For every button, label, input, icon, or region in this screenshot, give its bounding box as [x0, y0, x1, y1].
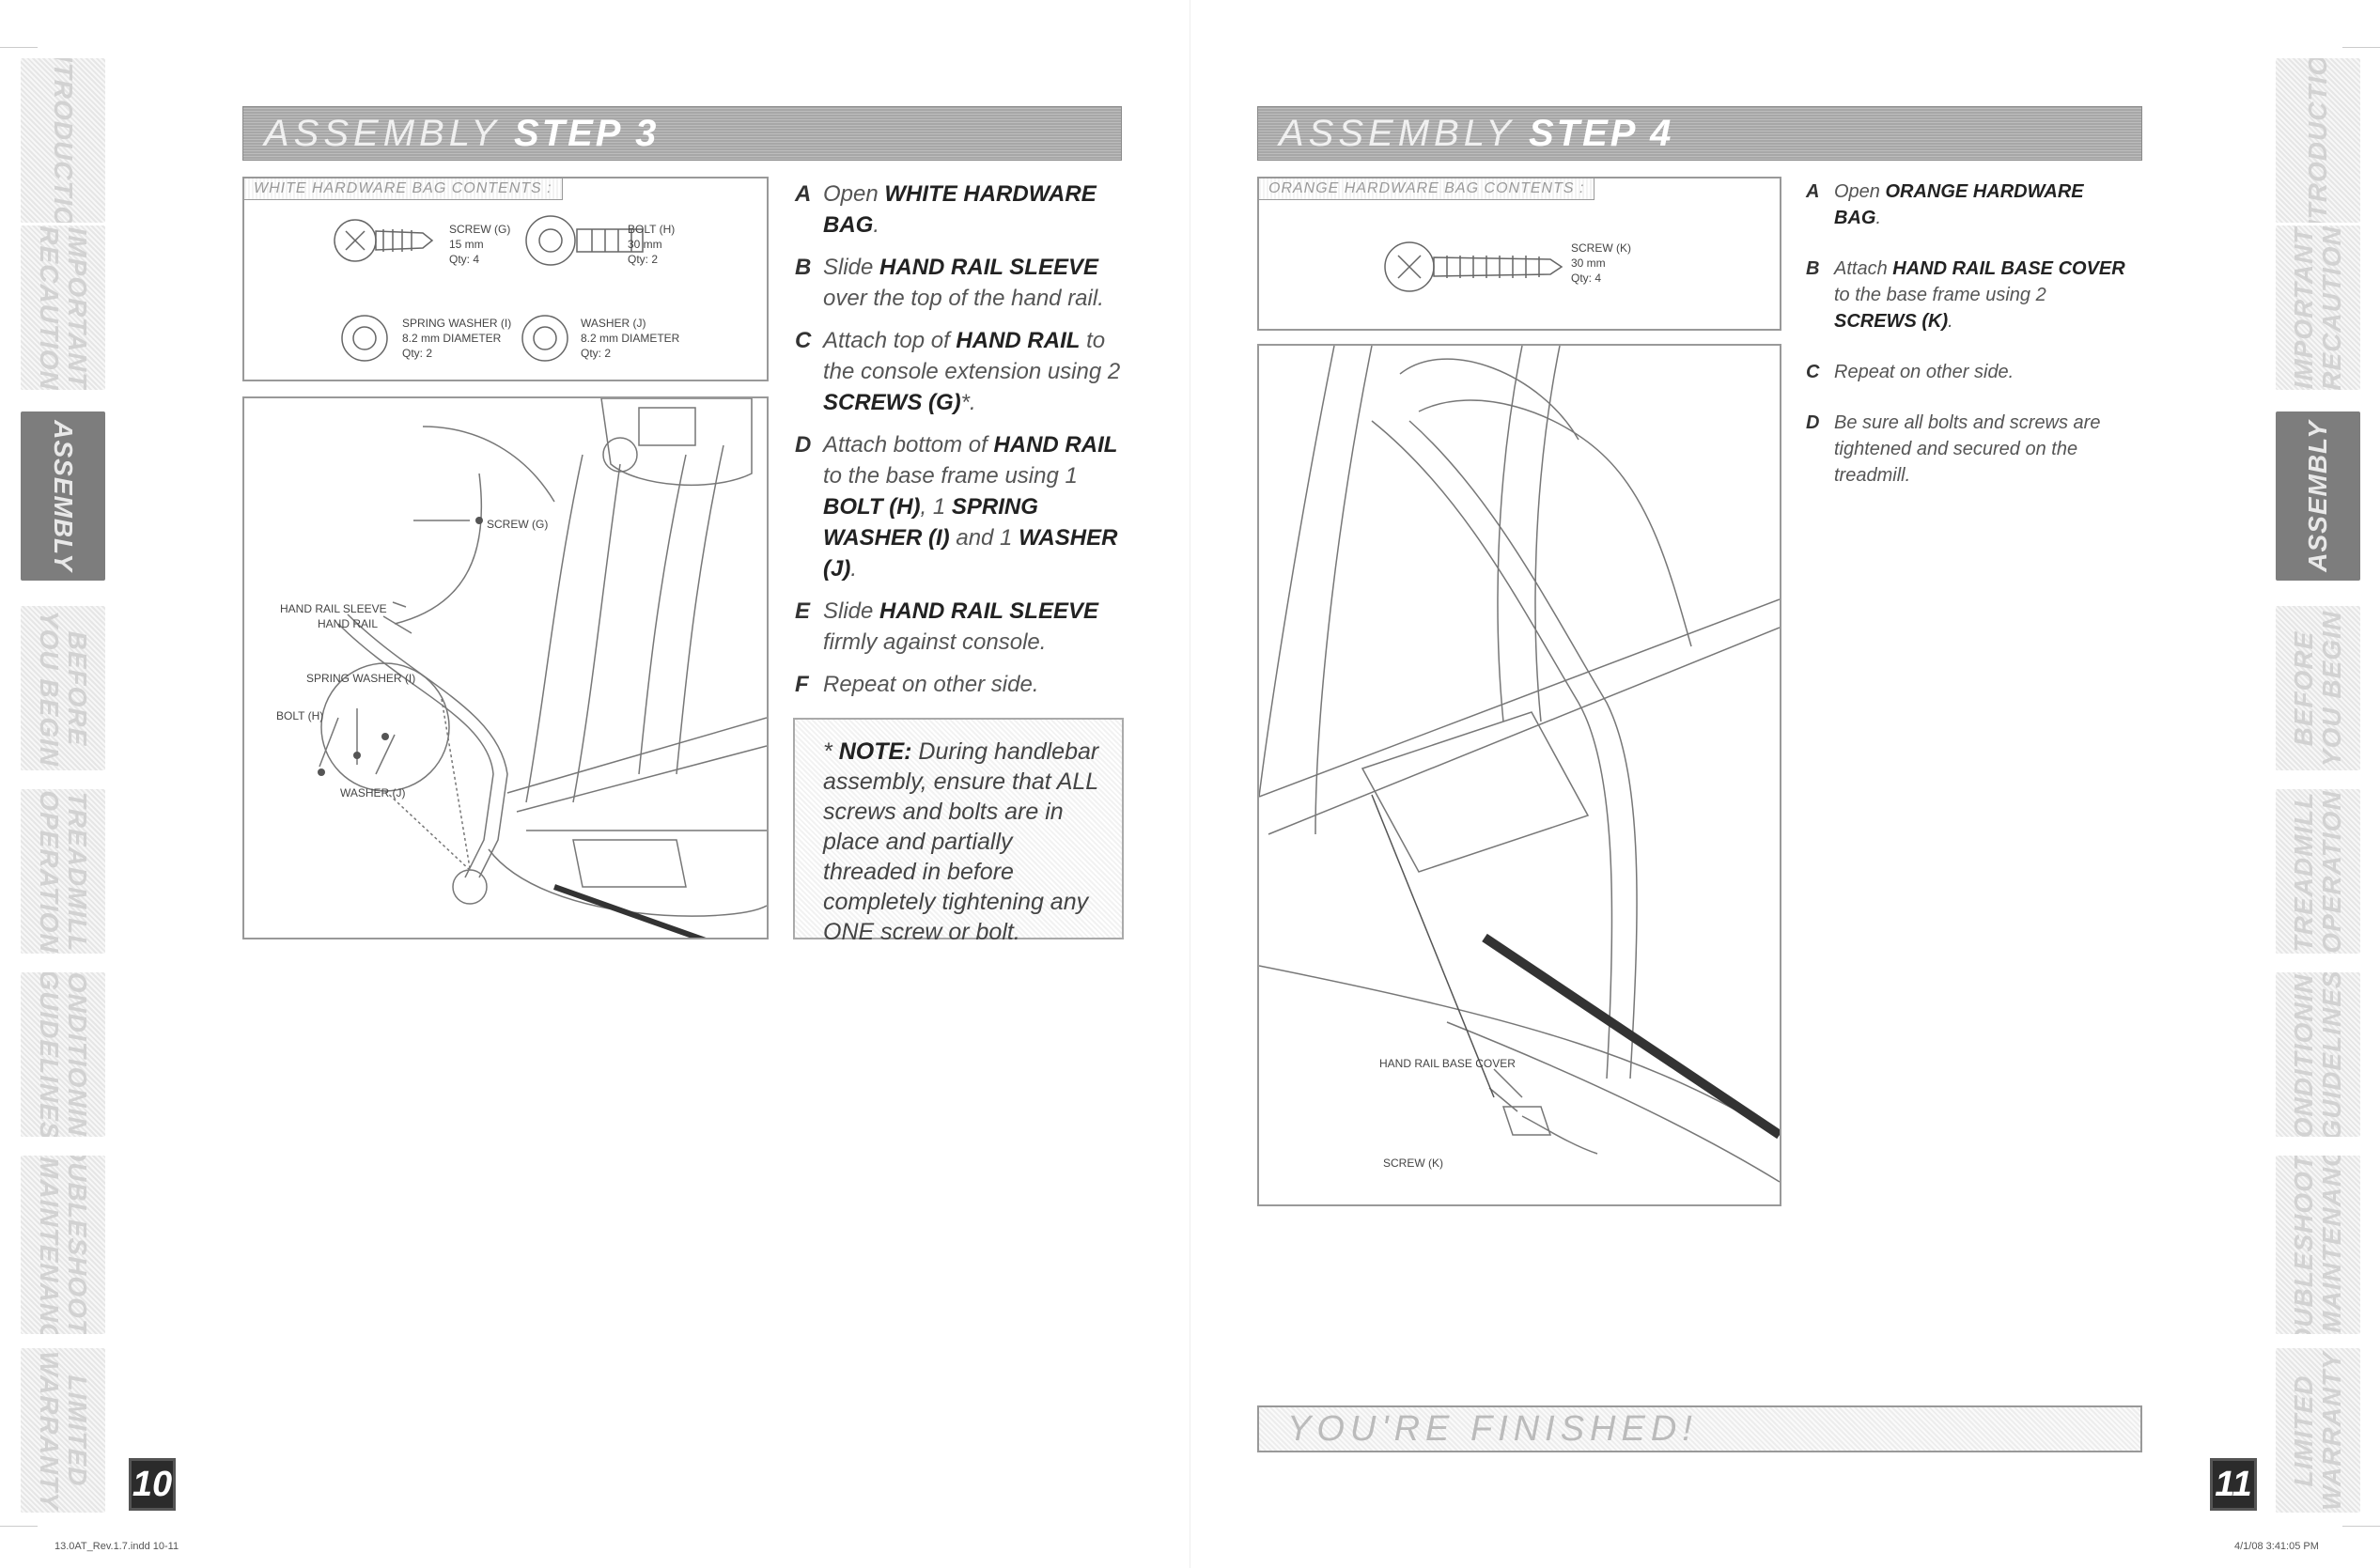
- tab-conditioning-guidelines[interactable]: CONDITIONING GUIDELINES: [2276, 972, 2360, 1137]
- tab-introduction[interactable]: INTRODUCTION: [21, 58, 105, 223]
- label-bolt-h: BOLT (H): [276, 709, 324, 722]
- footer-file-info: 13.0AT_Rev.1.7.indd 10-11: [54, 1541, 179, 1552]
- screw-k-icon: [1384, 241, 1563, 292]
- header-bold-text: STEP 3: [513, 112, 660, 154]
- step-3-header: ASSEMBLY STEP 3: [242, 106, 1122, 161]
- label-spring-washer-i: SPRING WASHER (I): [306, 672, 416, 685]
- step-4-diagram: HAND RAIL BASE COVER SCREW (K): [1257, 344, 1781, 1206]
- tab-troubleshooting[interactable]: TROUBLESHOOTING & MAINTENANCE: [2276, 1156, 2360, 1334]
- label-hand-rail-base-cover: HAND RAIL BASE COVER: [1379, 1057, 1516, 1070]
- tab-treadmill-operation[interactable]: TREADMILL OPERATION: [2276, 789, 2360, 954]
- screw-g-icon: [334, 219, 434, 262]
- orange-hardware-box: ORANGE HARDWARE BAG CONTENTS : SCREW (K)…: [1257, 177, 1781, 331]
- step-3-diagram: SCREW (G) HAND RAIL SLEEVE HAND RAIL SPR…: [242, 396, 769, 939]
- tab-treadmill-operation[interactable]: TREADMILL OPERATION: [21, 789, 105, 954]
- handlebar-note: * NOTE: During handlebar assembly, ensur…: [793, 718, 1124, 945]
- tab-conditioning-guidelines[interactable]: CONDITIONING GUIDELINES: [21, 972, 105, 1137]
- washer-j-icon: [521, 315, 568, 362]
- tab-label: ASSEMBLY: [49, 420, 78, 572]
- tab-label: LIMITED WARRANTY: [2289, 1350, 2346, 1511]
- tab-limited-warranty[interactable]: LIMITED WARRANTY: [21, 1348, 105, 1513]
- tab-limited-warranty[interactable]: LIMITED WARRANTY: [2276, 1348, 2360, 1513]
- tab-important-precautions[interactable]: IMPORTANT PRECAUTIONS: [21, 225, 105, 390]
- tab-assembly[interactable]: ASSEMBLY: [2276, 411, 2360, 581]
- hardware-box-label: ORANGE HARDWARE BAG CONTENTS :: [1259, 179, 1595, 200]
- tab-label: INTRODUCTION: [2303, 58, 2332, 223]
- crop-mark: [0, 47, 38, 48]
- page-number-text: 11: [2215, 1464, 2252, 1504]
- header-light-text: ASSEMBLY: [1279, 112, 1516, 154]
- page-number-right: 11: [2210, 1458, 2257, 1511]
- tab-label: ASSEMBLY: [2303, 420, 2332, 572]
- tab-label: INTRODUCTION: [49, 58, 78, 223]
- header-bold-text: STEP 4: [1528, 112, 1674, 154]
- tab-important-precautions[interactable]: IMPORTANT PRECAUTIONS: [2276, 225, 2360, 390]
- tab-introduction[interactable]: INTRODUCTION: [2276, 58, 2360, 223]
- finished-banner: YOU'RE FINISHED!: [1257, 1405, 2142, 1452]
- tab-troubleshooting[interactable]: TROUBLESHOOTING & MAINTENANCE: [21, 1156, 105, 1334]
- tab-label: BEFORE YOU BEGIN: [35, 610, 92, 767]
- white-hardware-box: WHITE HARDWARE BAG CONTENTS : SCREW (G)1…: [242, 177, 769, 381]
- spring-washer-i-icon: [341, 315, 388, 362]
- treadmill-handrail-illustration: [318, 398, 767, 938]
- label-hand-rail-sleeve: HAND RAIL SLEEVE: [280, 602, 387, 615]
- tab-label: TROUBLESHOOTING & MAINTENANCE: [2289, 1156, 2346, 1334]
- page-number-left: 10: [129, 1458, 176, 1511]
- header-light-text: ASSEMBLY: [264, 112, 501, 154]
- tab-label: LIMITED WARRANTY: [35, 1350, 92, 1511]
- finished-text: YOU'RE FINISHED!: [1287, 1408, 1698, 1449]
- bolt-h-icon: [525, 215, 644, 266]
- tab-label: IMPORTANT PRECAUTIONS: [35, 225, 92, 390]
- page-number-text: 10: [132, 1464, 173, 1504]
- tab-label: TREADMILL OPERATION: [2289, 789, 2346, 954]
- treadmill-base-cover-illustration: [1259, 346, 1780, 1183]
- label-hand-rail: HAND RAIL: [318, 617, 379, 630]
- crop-mark: [2342, 1526, 2380, 1527]
- hardware-box-label: WHITE HARDWARE BAG CONTENTS :: [244, 179, 563, 200]
- crop-mark: [0, 1526, 38, 1527]
- tab-label: TROUBLESHOOTING & MAINTENANCE: [35, 1156, 92, 1334]
- tab-assembly[interactable]: ASSEMBLY: [21, 411, 105, 581]
- tab-before-you-begin[interactable]: BEFORE YOU BEGIN: [21, 606, 105, 770]
- tab-label: IMPORTANT PRECAUTIONS: [2289, 225, 2346, 390]
- tab-label: BEFORE YOU BEGIN: [2289, 610, 2346, 767]
- tab-label: CONDITIONING GUIDELINES: [2289, 972, 2346, 1137]
- step-4-header: ASSEMBLY STEP 4: [1257, 106, 2142, 161]
- tab-label: CONDITIONING GUIDELINES: [35, 972, 92, 1137]
- tab-label: TREADMILL OPERATION: [35, 789, 92, 954]
- hardware-parts-illustration: [334, 215, 644, 362]
- crop-mark: [2342, 47, 2380, 48]
- label-screw-g: SCREW (G): [487, 518, 549, 531]
- label-screw-k: SCREW (K): [1383, 1157, 1443, 1170]
- tab-before-you-begin[interactable]: BEFORE YOU BEGIN: [2276, 606, 2360, 770]
- label-washer-j: WASHER (J): [340, 786, 406, 800]
- footer-timestamp: 4/1/08 3:41:05 PM: [2234, 1541, 2319, 1552]
